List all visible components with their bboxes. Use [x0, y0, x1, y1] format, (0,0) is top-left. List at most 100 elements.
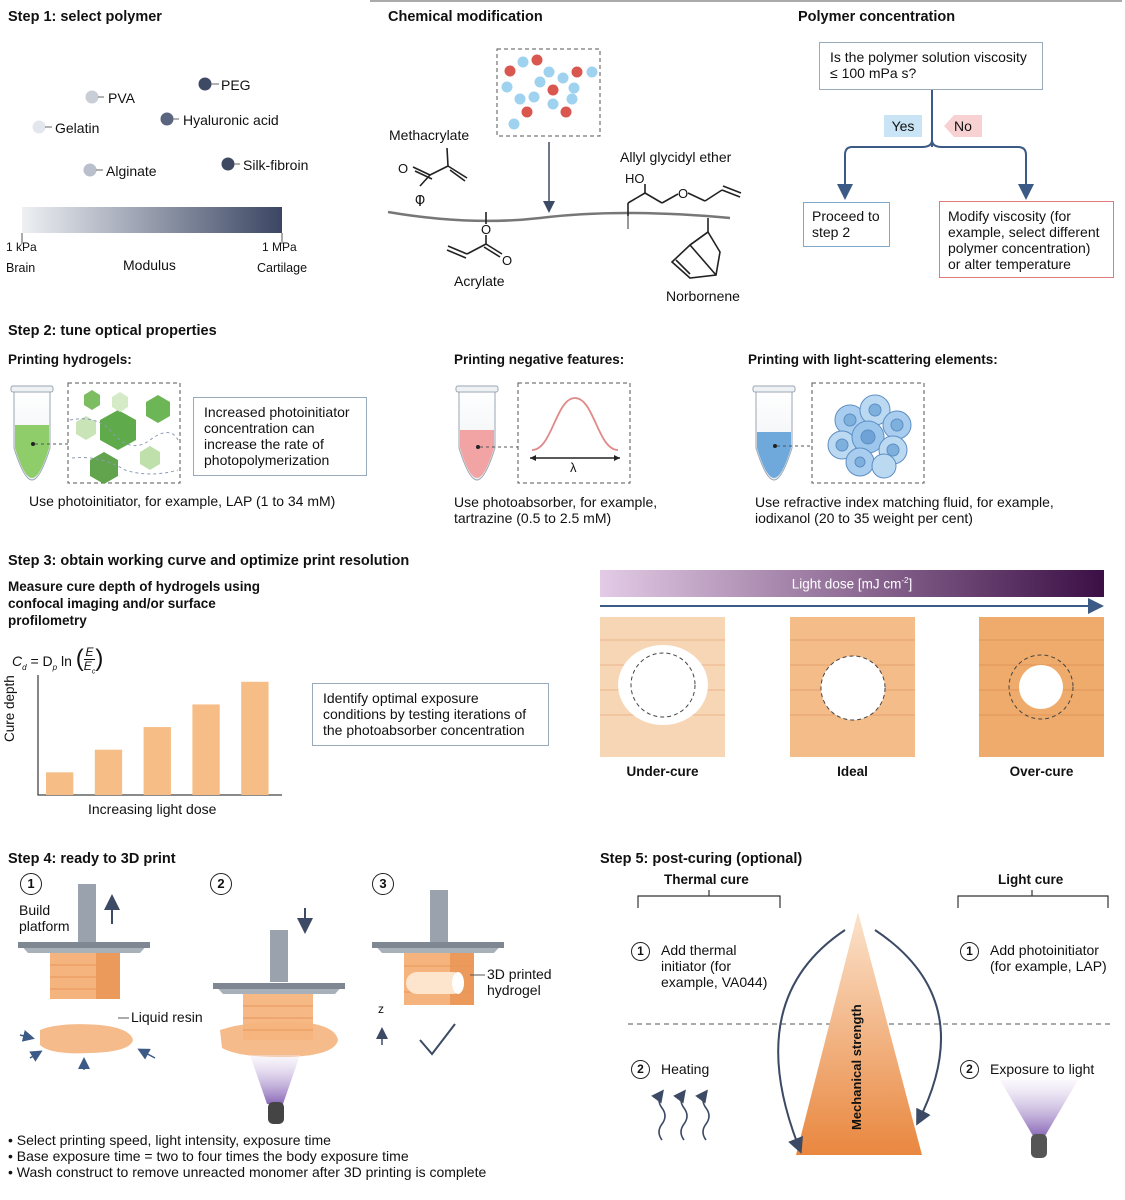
bar-3 — [143, 727, 171, 795]
formula-sub-p: p — [52, 662, 58, 672]
lamp-icon — [1031, 1134, 1047, 1158]
polymer-dots — [32, 77, 240, 177]
bullet-2-text: Base exposure time = two to four times t… — [16, 1148, 409, 1164]
hydrogels-title: Printing hydrogels: — [8, 352, 132, 367]
mechanical-strength-label: Mechanical strength — [849, 1004, 864, 1130]
light-dose-text: Light dose [mJ cm — [791, 576, 902, 592]
tube-hydrogel — [10, 385, 68, 481]
light-cure-label: Light cure — [998, 872, 1064, 887]
negative-caption: Use photoabsorber, for example, tartrazi… — [454, 494, 658, 526]
proceed-box: Proceed to step 2 — [803, 202, 890, 247]
thermal-num-2: 2 — [631, 1060, 650, 1079]
photoinitiator-hexagons — [69, 390, 179, 484]
bar-2 — [94, 749, 123, 795]
step2-title: Step 2: tune optical properties — [8, 323, 217, 339]
atom-o2: O — [415, 192, 426, 207]
cell-cluster — [827, 394, 912, 479]
polymer-chain-beads — [501, 54, 598, 130]
polymer-hyaluronic: Hyaluronic acid — [183, 112, 279, 128]
chart-xlabel: Increasing light dose — [88, 801, 217, 817]
polymer-peg: PEG — [221, 77, 251, 93]
thermal-step2: Heating — [661, 1061, 710, 1077]
light-dose-label: Light dose [mJ cm-2] — [600, 576, 1104, 592]
polymer-alginate: Alginate — [106, 163, 157, 179]
scale-min: 1 kPa — [6, 240, 37, 254]
printer-step1 — [18, 884, 156, 1070]
ideal-panel — [790, 617, 915, 757]
bullet-1-text: Select printing speed, light intensity, … — [16, 1132, 331, 1148]
light-num-2: 2 — [960, 1060, 979, 1079]
scatter-caption: Use refractive index matching fluid, for… — [755, 494, 1054, 526]
no-label: No — [944, 115, 982, 137]
bullet-2: • Base exposure time = two to four times… — [8, 1148, 409, 1164]
over-cure-label: Over-cure — [1009, 764, 1074, 779]
bullet-3: • Wash construct to remove unreacted mon… — [8, 1164, 487, 1180]
label-allyl: Allyl glycidyl ether — [620, 149, 732, 165]
formula-cd: C — [12, 653, 23, 669]
formula-ln: ln — [61, 653, 72, 669]
formula-sub-d: d — [22, 662, 27, 672]
scatter-title: Printing with light-scattering elements: — [748, 352, 998, 367]
modify-viscosity-box: Modify viscosity (for example, select di… — [939, 201, 1114, 278]
photoinitiator-box: Increased photoinitiator concentration c… — [193, 397, 367, 476]
chart-ylabel: Cure depth — [2, 675, 17, 742]
scale-brain: Brain — [6, 261, 36, 275]
bar-4 — [192, 704, 220, 795]
light-dose-sup: -2 — [901, 576, 909, 585]
atom-o5: O — [678, 186, 689, 201]
atom-o4: O — [502, 253, 513, 268]
light-num-1: 1 — [960, 942, 979, 961]
printer-step3 — [372, 890, 504, 1056]
light-step1: Add photoinitiator (for example, LAP) — [990, 942, 1107, 974]
heat-waves — [651, 1089, 710, 1141]
step5-title: Step 5: post-curing (optional) — [600, 851, 803, 867]
light-dose-bar — [600, 570, 1104, 597]
bullet-1: • Select printing speed, light intensity… — [8, 1132, 331, 1148]
bullet-3-text: Wash construct to remove unreacted monom… — [16, 1164, 487, 1180]
step4-title: Step 4: ready to 3D print — [8, 851, 176, 867]
over-cure-panel — [979, 617, 1104, 757]
under-cure-label: Under-cure — [626, 764, 699, 779]
tube-photoabsorber — [455, 385, 518, 481]
label-acrylate: Acrylate — [454, 273, 505, 289]
bar-5 — [241, 681, 269, 795]
printer-step2 — [213, 908, 345, 1124]
step3-subtitle: Measure cure depth of hydrogels using co… — [8, 579, 261, 628]
lambda-label: λ — [570, 460, 577, 475]
polymer-silk: Silk-fibroin — [243, 157, 309, 173]
exposure-box: Identify optimal exposure conditions by … — [312, 683, 549, 746]
label-norbornene: Norbornene — [666, 288, 740, 304]
build-platform-label: Build platform — [19, 902, 70, 934]
cure-depth-chart — [37, 675, 282, 796]
scale-cartilage: Cartilage — [257, 261, 308, 275]
atom-o1: O — [398, 161, 409, 176]
viscosity-question-box: Is the polymer solution viscosity ≤ 100 … — [819, 42, 1043, 90]
scale-max: 1 MPa — [262, 240, 297, 254]
step3-title: Step 3: obtain working curve and optimiz… — [8, 553, 410, 569]
formula-e: E — [83, 645, 96, 661]
thermal-step1: Add thermal initiator (for example, VA04… — [661, 942, 768, 990]
light-beam — [1000, 1080, 1078, 1136]
absorption-curve — [531, 397, 619, 451]
bar-1 — [46, 772, 74, 795]
negative-title: Printing negative features: — [454, 352, 625, 367]
under-cure-panel — [600, 617, 725, 757]
liquid-resin-label: Liquid resin — [131, 1009, 203, 1025]
hydrogels-caption: Use photoinitiator, for example, LAP (1 … — [29, 493, 336, 509]
tube-index-matching — [752, 385, 812, 481]
step1-title: Step 1: select polymer — [8, 9, 162, 25]
scale-modulus: Modulus — [123, 257, 176, 273]
z-axis-label: z — [378, 1002, 384, 1016]
step4-num-1: 1 — [20, 873, 42, 895]
step4-num-2: 2 — [210, 873, 232, 895]
ideal-label: Ideal — [837, 764, 868, 779]
modulus-bar — [22, 207, 282, 233]
light-step2: Exposure to light — [990, 1061, 1095, 1077]
light-dose-end: ] — [908, 576, 913, 592]
label-methacrylate: Methacrylate — [389, 127, 470, 143]
chem-title: Chemical modification — [388, 9, 543, 25]
label-ho: HO — [625, 171, 645, 186]
thermal-num-1: 1 — [631, 942, 650, 961]
